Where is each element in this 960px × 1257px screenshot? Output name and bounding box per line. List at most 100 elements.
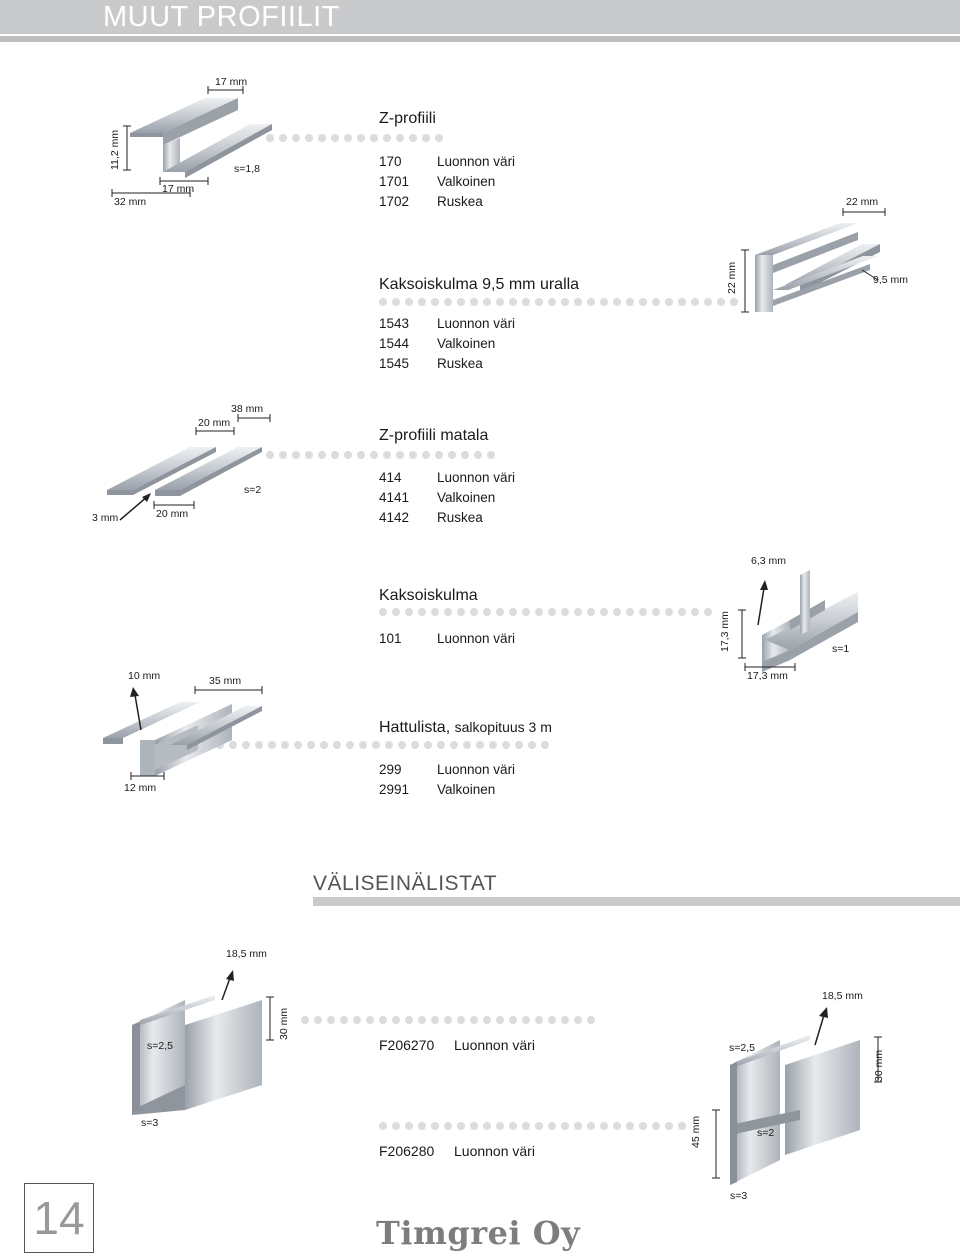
leader-dot: [320, 741, 328, 749]
leader-dot: [385, 741, 393, 749]
leader-dot: [470, 298, 478, 306]
leader-dot: [318, 134, 326, 142]
leader-dot: [626, 298, 634, 306]
product-title-main: Hattulista,: [379, 719, 451, 736]
leader-dot: [444, 1016, 452, 1024]
dim-label: 38 mm: [231, 403, 264, 415]
leader-dot: [522, 1016, 530, 1024]
leader-dot: [587, 1016, 595, 1024]
leader-dot: [409, 451, 417, 459]
leader-dot: [574, 1122, 582, 1130]
leader-dot: [435, 451, 443, 459]
section-title: VÄLISEINÄLISTAT: [313, 872, 498, 895]
dim-label: 9,5 mm: [873, 274, 909, 286]
dim-label-vertical: 22 mm: [726, 261, 738, 294]
hat-profile-illustration: [103, 702, 262, 776]
leader-dot: [229, 741, 237, 749]
dim-label: s=2,5: [729, 1042, 755, 1054]
leader-dot: [470, 1016, 478, 1024]
product-code: 1545: [379, 356, 410, 371]
product-color: Valkoinen: [437, 174, 496, 189]
dim-label-vertical: 17,3 mm: [719, 611, 731, 652]
leader-dot: [489, 741, 497, 749]
leader-dot: [652, 608, 660, 616]
product-color: Luonnon väri: [437, 762, 516, 777]
leader-dot: [483, 298, 491, 306]
page-title: MUUT PROFIILIT: [103, 1, 340, 33]
dim-label: 32 mm: [114, 196, 147, 208]
leader-dot: [255, 741, 263, 749]
leader-dot: [665, 1122, 673, 1130]
dim-label-vertical: 30 mm: [873, 1049, 885, 1082]
leader-dot: [346, 741, 354, 749]
product-title-z-low-profile: Z-profiili matala: [379, 427, 489, 444]
leader-dot: [652, 1122, 660, 1130]
dim-label: s=2: [244, 484, 262, 496]
leader-dot: [370, 451, 378, 459]
leader-dot: [574, 298, 582, 306]
leader-dot: [305, 134, 313, 142]
leader-dot: [535, 298, 543, 306]
leader-dot: [383, 451, 391, 459]
product-code: 1702: [379, 194, 410, 209]
leader-dot: [535, 1122, 543, 1130]
leader-dot: [379, 608, 387, 616]
product-color: Luonnon väri: [437, 631, 516, 646]
leader-dot: [411, 741, 419, 749]
leader-dot: [474, 451, 482, 459]
leader-dot: [431, 608, 439, 616]
leader-dot: [372, 741, 380, 749]
leader-dot: [639, 608, 647, 616]
product-title-suffix: salkopituus 3 m: [454, 719, 552, 735]
leader-dot: [483, 1016, 491, 1024]
dim-label: 17 mm: [162, 183, 195, 195]
leader-dot: [396, 134, 404, 142]
leader-dot: [431, 1122, 439, 1130]
leader-dot: [457, 1122, 465, 1130]
leader-dot: [444, 1122, 452, 1130]
leader-dot: [392, 608, 400, 616]
leader-dot: [626, 608, 634, 616]
leader-dot: [600, 608, 608, 616]
leader-dot: [357, 134, 365, 142]
leader-dot: [268, 741, 276, 749]
leader-dot: [515, 741, 523, 749]
section-title-bar: [313, 897, 960, 906]
dim-label: s=3: [730, 1190, 748, 1202]
dim-label: 20 mm: [198, 417, 231, 429]
leader-dot: [502, 741, 510, 749]
leader-dot: [437, 741, 445, 749]
leader-dot: [704, 608, 712, 616]
product-color: Luonnon väri: [437, 154, 516, 169]
leader-dot: [431, 298, 439, 306]
dim-label: 18,5 mm: [822, 990, 863, 1002]
leader-dot: [483, 1122, 491, 1130]
leader-dot: [652, 298, 660, 306]
product-code: 1543: [379, 316, 410, 331]
product-title-hat-profile: Hattulista, salkopituus 3 m: [379, 719, 552, 737]
leader-dot: [448, 451, 456, 459]
product-code: 101: [379, 631, 402, 646]
leader-dot: [318, 451, 326, 459]
leader-dot: [292, 451, 300, 459]
leader-dot: [600, 298, 608, 306]
leader-dot: [522, 1122, 530, 1130]
leader-dot: [327, 1016, 335, 1024]
dim-label: 12 mm: [124, 782, 157, 794]
leader-dot: [613, 298, 621, 306]
leader-dot: [457, 1016, 465, 1024]
leader-dot: [379, 1122, 387, 1130]
dim-label: 17 mm: [215, 76, 248, 88]
